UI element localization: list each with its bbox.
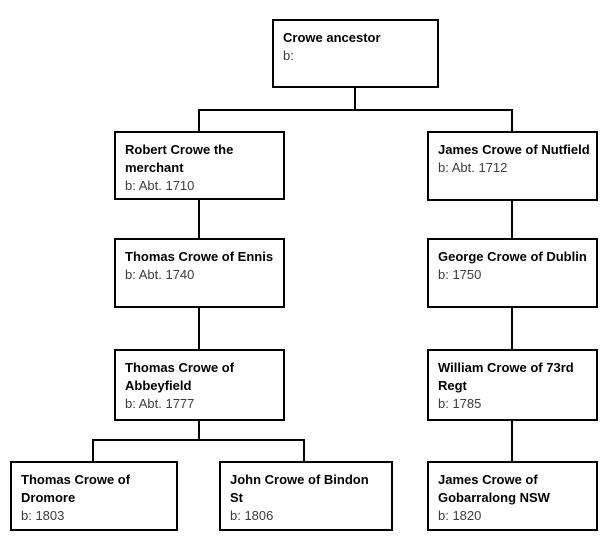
- connector-line: [198, 109, 513, 111]
- connector-line: [198, 308, 200, 349]
- person-birth: b: Abt. 1740: [125, 267, 195, 282]
- person-box-james-crowe-gobarralong[interactable]: James Crowe of Gobarralong NSW b: 1820: [427, 461, 598, 531]
- connector-line: [92, 439, 94, 461]
- connector-line: [92, 439, 305, 441]
- connector-line: [303, 439, 305, 461]
- connector-line: [198, 421, 200, 440]
- person-birth: b: 1820: [438, 508, 482, 523]
- connector-line: [198, 109, 200, 131]
- person-name: James Crowe of Gobarralong NSW: [438, 472, 550, 505]
- connector-line: [354, 87, 356, 111]
- person-birth: b:: [283, 48, 294, 63]
- person-box-robert-crowe-merchant[interactable]: Robert Crowe the merchant b: Abt. 1710: [114, 131, 285, 200]
- person-box-crowe-ancestor[interactable]: Crowe ancestor b:: [272, 19, 439, 88]
- connector-line: [511, 421, 513, 461]
- person-birth: b: 1803: [21, 508, 65, 523]
- connector-line: [511, 308, 513, 349]
- person-name: Thomas Crowe of Abbeyfield: [125, 360, 235, 393]
- person-birth: b: Abt. 1777: [125, 396, 195, 411]
- person-box-john-crowe-bindon-st[interactable]: John Crowe of Bindon St b: 1806: [219, 461, 393, 531]
- person-box-george-crowe-dublin[interactable]: George Crowe of Dublin b: 1750: [427, 238, 598, 308]
- person-birth: b: Abt. 1710: [125, 178, 195, 193]
- connector-line: [511, 201, 513, 238]
- person-name: James Crowe of Nutfield: [438, 142, 590, 157]
- person-name: Thomas Crowe of Dromore: [21, 472, 131, 505]
- person-birth: b: Abt. 1712: [438, 160, 508, 175]
- person-birth: b: 1750: [438, 267, 482, 282]
- person-name: Thomas Crowe of Ennis: [125, 249, 274, 264]
- person-name: Crowe ancestor: [283, 30, 381, 45]
- connector-line: [511, 109, 513, 131]
- person-box-thomas-crowe-ennis[interactable]: Thomas Crowe of Ennis b: Abt. 1740: [114, 238, 285, 308]
- person-birth: b: 1785: [438, 396, 482, 411]
- person-box-james-crowe-nutfield[interactable]: James Crowe of Nutfield b: Abt. 1712: [427, 131, 598, 201]
- person-name: John Crowe of Bindon St: [230, 472, 369, 505]
- person-name: George Crowe of Dublin: [438, 249, 587, 264]
- person-birth: b: 1806: [230, 508, 274, 523]
- connector-line: [198, 200, 200, 238]
- person-box-william-crowe-73rd-regt[interactable]: William Crowe of 73rd Regt b: 1785: [427, 349, 598, 421]
- person-name: Robert Crowe the merchant: [125, 142, 234, 175]
- person-box-thomas-crowe-dromore[interactable]: Thomas Crowe of Dromore b: 1803: [10, 461, 178, 531]
- person-box-thomas-crowe-abbeyfield[interactable]: Thomas Crowe of Abbeyfield b: Abt. 1777: [114, 349, 285, 421]
- person-name: William Crowe of 73rd Regt: [438, 360, 574, 393]
